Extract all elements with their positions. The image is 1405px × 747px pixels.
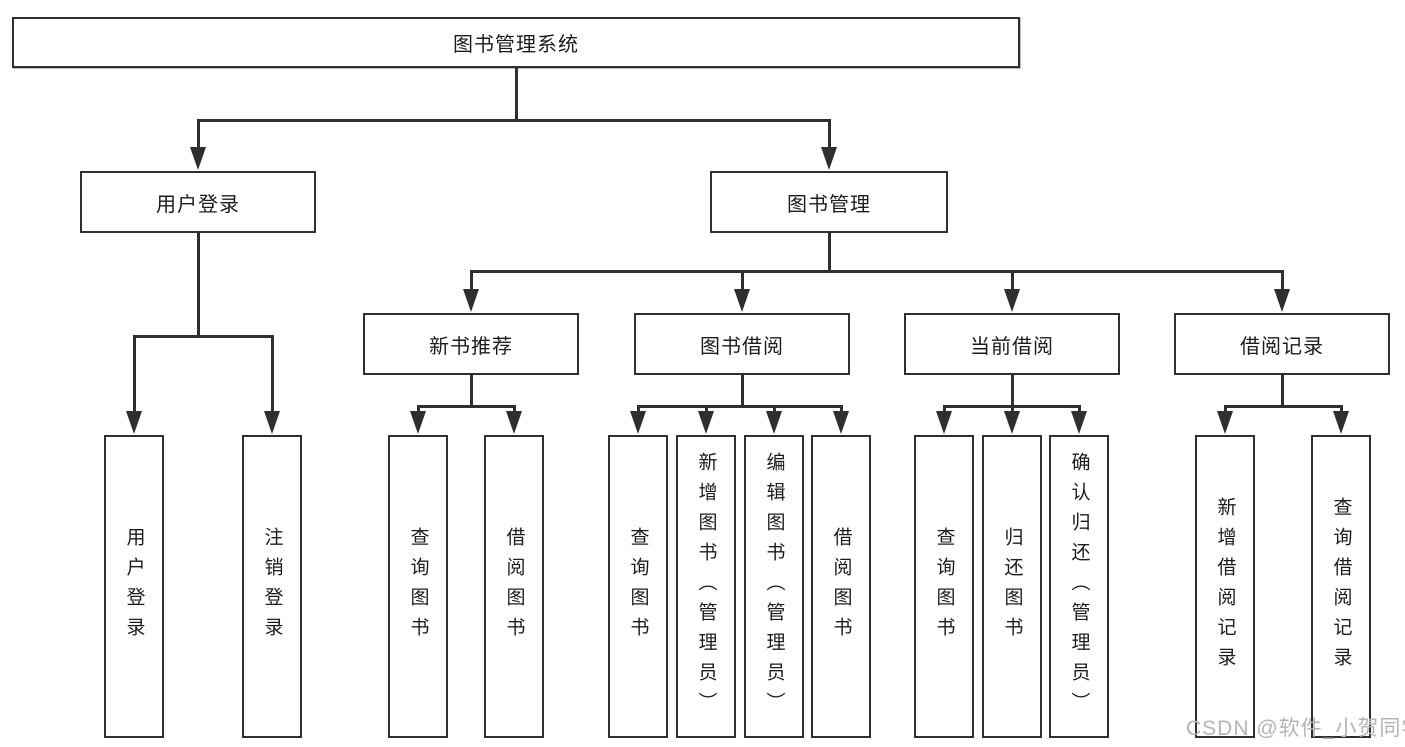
leaf-query-books-borrow: 查询图书 (608, 435, 668, 738)
connector-line-h (416, 405, 516, 408)
arrow-connector (740, 270, 744, 290)
connector-line-v (196, 233, 200, 338)
leaf-label: 归还图书 (1001, 526, 1023, 647)
node-new-book-recommend: 新书推荐 (363, 313, 579, 375)
arrow-connector (636, 405, 640, 412)
leaf-return-book: 归还图书 (982, 435, 1042, 738)
leaf-label: 查询图书 (407, 526, 429, 647)
arrow-connector (942, 405, 946, 412)
leaf-label: 用户登录 (123, 526, 145, 647)
arrow-connector (1339, 405, 1343, 412)
arrow-connector (132, 335, 136, 412)
leaf-label: 新增图书（管理员） (695, 451, 717, 722)
connector-line-h (132, 335, 274, 338)
leaf-borrow-books-recommend: 借阅图书 (484, 435, 544, 738)
node-borrow-record: 借阅记录 (1174, 313, 1390, 375)
node-label: 图书管理 (787, 193, 871, 216)
leaf-confirm-return-admin: 确认归还（管理员） (1049, 435, 1109, 738)
arrow-connector (270, 335, 274, 412)
node-label: 借阅记录 (1240, 335, 1324, 358)
leaf-label: 借阅图书 (830, 526, 852, 647)
leaf-label: 查询借阅记录 (1330, 496, 1352, 677)
leaf-logout: 注销登录 (242, 435, 302, 738)
connector-line-h (196, 119, 831, 122)
leaf-label: 确认归还（管理员） (1068, 451, 1090, 722)
leaf-label: 新增借阅记录 (1214, 496, 1236, 677)
node-current-borrow: 当前借阅 (904, 313, 1120, 375)
arrow-connector (469, 270, 473, 290)
node-library-management-system: 图书管理系统 (12, 17, 1020, 68)
arrow-connector (1010, 270, 1014, 290)
leaf-add-book-admin: 新增图书（管理员） (676, 435, 736, 738)
node-user-login-group: 用户登录 (80, 171, 316, 233)
connector-line-v (514, 67, 518, 121)
connector-line-v (827, 233, 831, 273)
leaf-label: 查询图书 (627, 526, 649, 647)
watermark: CSDN @软件_小贺同学 (1186, 717, 1405, 740)
leaf-label: 编辑图书（管理员） (763, 451, 785, 722)
arrow-connector (1010, 405, 1014, 412)
leaf-add-borrow-record: 新增借阅记录 (1195, 435, 1255, 738)
leaf-label: 借阅图书 (503, 526, 525, 647)
leaf-label: 注销登录 (261, 526, 283, 647)
arrow-connector (416, 405, 420, 412)
connector-line-h (1223, 405, 1343, 408)
node-book-borrow: 图书借阅 (634, 313, 850, 375)
connector-line-v (740, 375, 744, 408)
arrow-connector (1280, 270, 1284, 290)
leaf-query-books-recommend: 查询图书 (388, 435, 448, 738)
connector-line-v (1010, 375, 1014, 408)
leaf-label: 查询图书 (933, 526, 955, 647)
node-label: 图书管理系统 (453, 34, 579, 56)
node-label: 用户登录 (156, 193, 240, 216)
connector-line-h (469, 270, 1284, 273)
arrow-connector (1077, 405, 1081, 412)
node-label: 图书借阅 (700, 335, 784, 358)
connector-line-v (469, 375, 473, 408)
arrow-connector (704, 405, 708, 412)
leaf-query-books-current: 查询图书 (914, 435, 974, 738)
connector-line-h (636, 405, 843, 408)
arrow-connector (512, 405, 516, 412)
node-label: 当前借阅 (970, 335, 1054, 358)
arrow-connector (196, 119, 200, 148)
node-label: 新书推荐 (429, 335, 513, 358)
leaf-borrow-books: 借阅图书 (811, 435, 871, 738)
leaf-user-login: 用户登录 (104, 435, 164, 738)
arrow-connector (772, 405, 776, 412)
leaf-query-borrow-record: 查询借阅记录 (1311, 435, 1371, 738)
connector-line-v (1280, 375, 1284, 408)
leaf-edit-book-admin: 编辑图书（管理员） (744, 435, 804, 738)
node-book-management: 图书管理 (710, 171, 948, 233)
arrow-connector (827, 119, 831, 148)
arrow-connector (1223, 405, 1227, 412)
arrow-connector (839, 405, 843, 412)
